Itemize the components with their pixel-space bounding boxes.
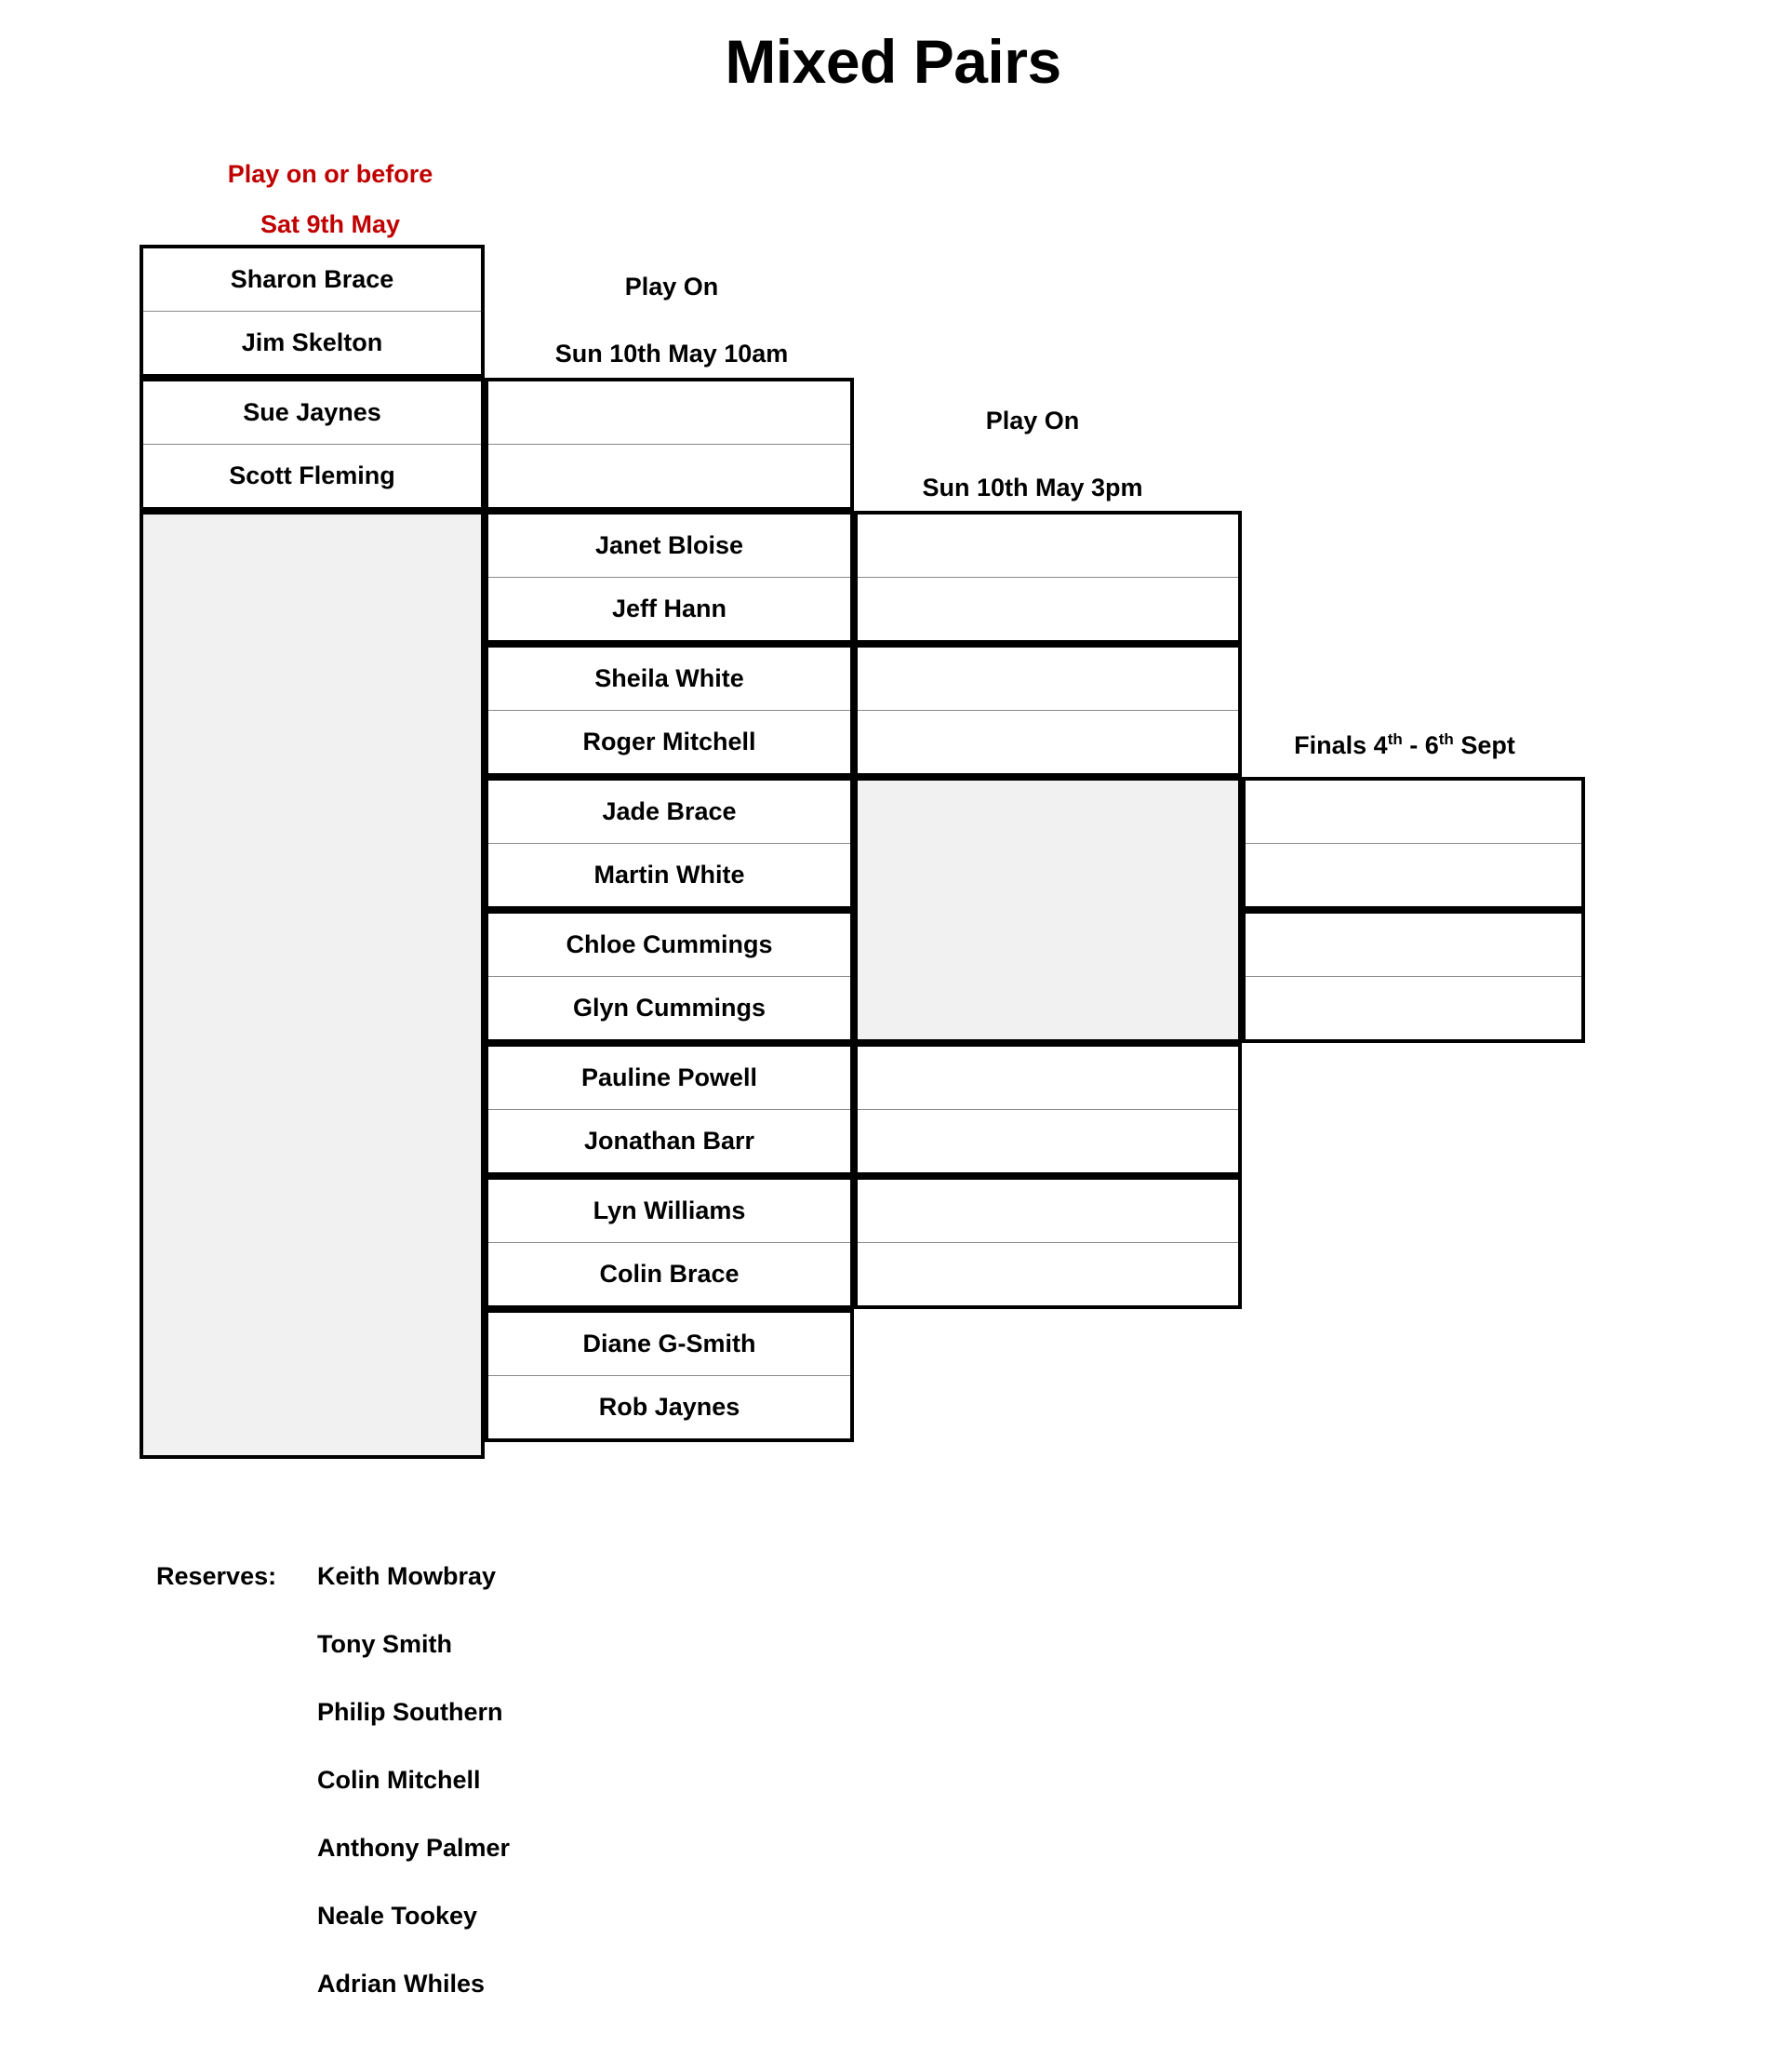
round2-pair-3-player-2[interactable]: Roger Mitchell: [582, 727, 756, 755]
round2-pair-5-player-1[interactable]: Chloe Cummings: [488, 914, 850, 977]
round3-shaded-block: [854, 777, 1242, 1043]
round2-pair-2-player-1[interactable]: Janet Bloise: [488, 515, 850, 578]
round1-pair-2-player-1[interactable]: Sue Jaynes: [143, 381, 481, 445]
round3-pair-1[interactable]: [854, 511, 1242, 644]
finals-caption-sup-1: th: [1387, 730, 1403, 748]
reserve-item-1: Keith Mowbray: [317, 1562, 497, 1590]
round1-pair-2[interactable]: Sue Jaynes Scott Fleming: [140, 378, 485, 511]
finals-pair-1[interactable]: [1242, 777, 1585, 910]
round2-pair-6[interactable]: Pauline Powell Jonathan Barr: [485, 1043, 854, 1176]
round2-pair-1[interactable]: [485, 378, 854, 511]
round3-pair-4-player-2[interactable]: [858, 1243, 1238, 1306]
round2-pair-5[interactable]: Chloe Cummings Glyn Cummings: [485, 910, 854, 1043]
finals-caption-prefix: Finals 4: [1294, 731, 1388, 759]
round2-caption-line-2: Sun 10th May 10am: [554, 340, 789, 368]
finals-pair-2-player-1[interactable]: [1246, 914, 1581, 977]
round2-pair-7-player-1[interactable]: Lyn Williams: [488, 1180, 850, 1243]
round3-caption-line-1: Play On: [985, 407, 1080, 434]
round1-unused-slots: [140, 511, 485, 1459]
round3-schedule-caption: Play On Sun 10th May 3pm: [846, 387, 1219, 521]
reserves-label: Reserves:: [156, 1562, 277, 1590]
round2-pair-4-player-2[interactable]: Martin White: [593, 860, 745, 889]
round2-pair-6-player-1[interactable]: Pauline Powell: [488, 1047, 850, 1110]
finals-pair-2[interactable]: [1242, 910, 1585, 1043]
page-title: Mixed Pairs: [725, 27, 1061, 96]
round2-pair-4-player-1[interactable]: Jade Brace: [488, 781, 850, 844]
deadline-note: Play on or before Sat 9th May: [140, 149, 521, 249]
reserve-item-2: Tony Smith: [317, 1630, 452, 1658]
finals-pair-1-player-1[interactable]: [1246, 781, 1581, 844]
round2-pair-2-player-2[interactable]: Jeff Hann: [611, 594, 727, 622]
deadline-line-2: Sat 9th May: [260, 210, 401, 238]
round3-pair-3-player-1[interactable]: [858, 1047, 1238, 1110]
deadline-line-1: Play on or before: [227, 160, 433, 188]
round2-pair-1-player-2[interactable]: [488, 445, 850, 508]
round2-pair-4[interactable]: Jade Brace Martin White: [485, 777, 854, 910]
round3-pair-3[interactable]: [854, 1043, 1242, 1176]
finals-caption-suffix: Sept: [1453, 731, 1515, 759]
round2-pair-6-player-2[interactable]: Jonathan Barr: [583, 1126, 755, 1155]
reserve-item-7: Adrian Whiles: [317, 1970, 486, 1998]
finals-pair-1-player-2[interactable]: [1246, 844, 1581, 907]
round3-caption-line-2: Sun 10th May 3pm: [922, 474, 1143, 501]
round3-pair-4-player-1[interactable]: [858, 1180, 1238, 1243]
reserve-item-6: Neale Tookey: [317, 1902, 478, 1930]
round3-pair-2-player-2[interactable]: [858, 711, 1238, 774]
round2-pair-8[interactable]: Diane G-Smith Rob Jaynes: [485, 1309, 854, 1442]
round2-pair-3[interactable]: Sheila White Roger Mitchell: [485, 644, 854, 777]
round2-pair-8-player-1[interactable]: Diane G-Smith: [488, 1313, 850, 1376]
round2-pair-5-player-2[interactable]: Glyn Cummings: [572, 993, 766, 1022]
round2-pair-7[interactable]: Lyn Williams Colin Brace: [485, 1176, 854, 1309]
round2-pair-8-player-2[interactable]: Rob Jaynes: [598, 1392, 740, 1421]
finals-schedule-caption: Finals 4th - 6th Sept: [1237, 731, 1572, 760]
round3-pair-1-player-2[interactable]: [858, 578, 1238, 641]
round2-pair-7-player-2[interactable]: Colin Brace: [599, 1259, 740, 1288]
round2-schedule-caption: Play On Sun 10th May 10am: [486, 253, 858, 387]
round3-pair-2[interactable]: [854, 644, 1242, 777]
round3-pair-4[interactable]: [854, 1176, 1242, 1309]
round3-pair-2-player-1[interactable]: [858, 648, 1238, 711]
round3-pair-1-player-1[interactable]: [858, 515, 1238, 578]
round2-pair-2[interactable]: Janet Bloise Jeff Hann: [485, 511, 854, 644]
round1-pair-2-player-2[interactable]: Scott Fleming: [229, 461, 395, 489]
finals-caption-middle: - 6: [1402, 731, 1439, 759]
round1-pair-1-player-2[interactable]: Jim Skelton: [241, 328, 383, 356]
round1-pair-1-player-1[interactable]: Sharon Brace: [143, 248, 481, 312]
reserve-item-4: Colin Mitchell: [317, 1766, 481, 1794]
reserve-item-3: Philip Southern: [317, 1698, 503, 1726]
round2-pair-3-player-1[interactable]: Sheila White: [488, 648, 850, 711]
round2-pair-1-player-1[interactable]: [488, 381, 850, 445]
reserve-item-5: Anthony Palmer: [317, 1834, 511, 1862]
finals-caption-sup-2: th: [1438, 730, 1454, 748]
round1-pair-1[interactable]: Sharon Brace Jim Skelton: [140, 245, 485, 378]
round3-pair-3-player-2[interactable]: [858, 1110, 1238, 1173]
round2-caption-line-1: Play On: [624, 273, 719, 301]
finals-pair-2-player-2[interactable]: [1246, 977, 1581, 1040]
